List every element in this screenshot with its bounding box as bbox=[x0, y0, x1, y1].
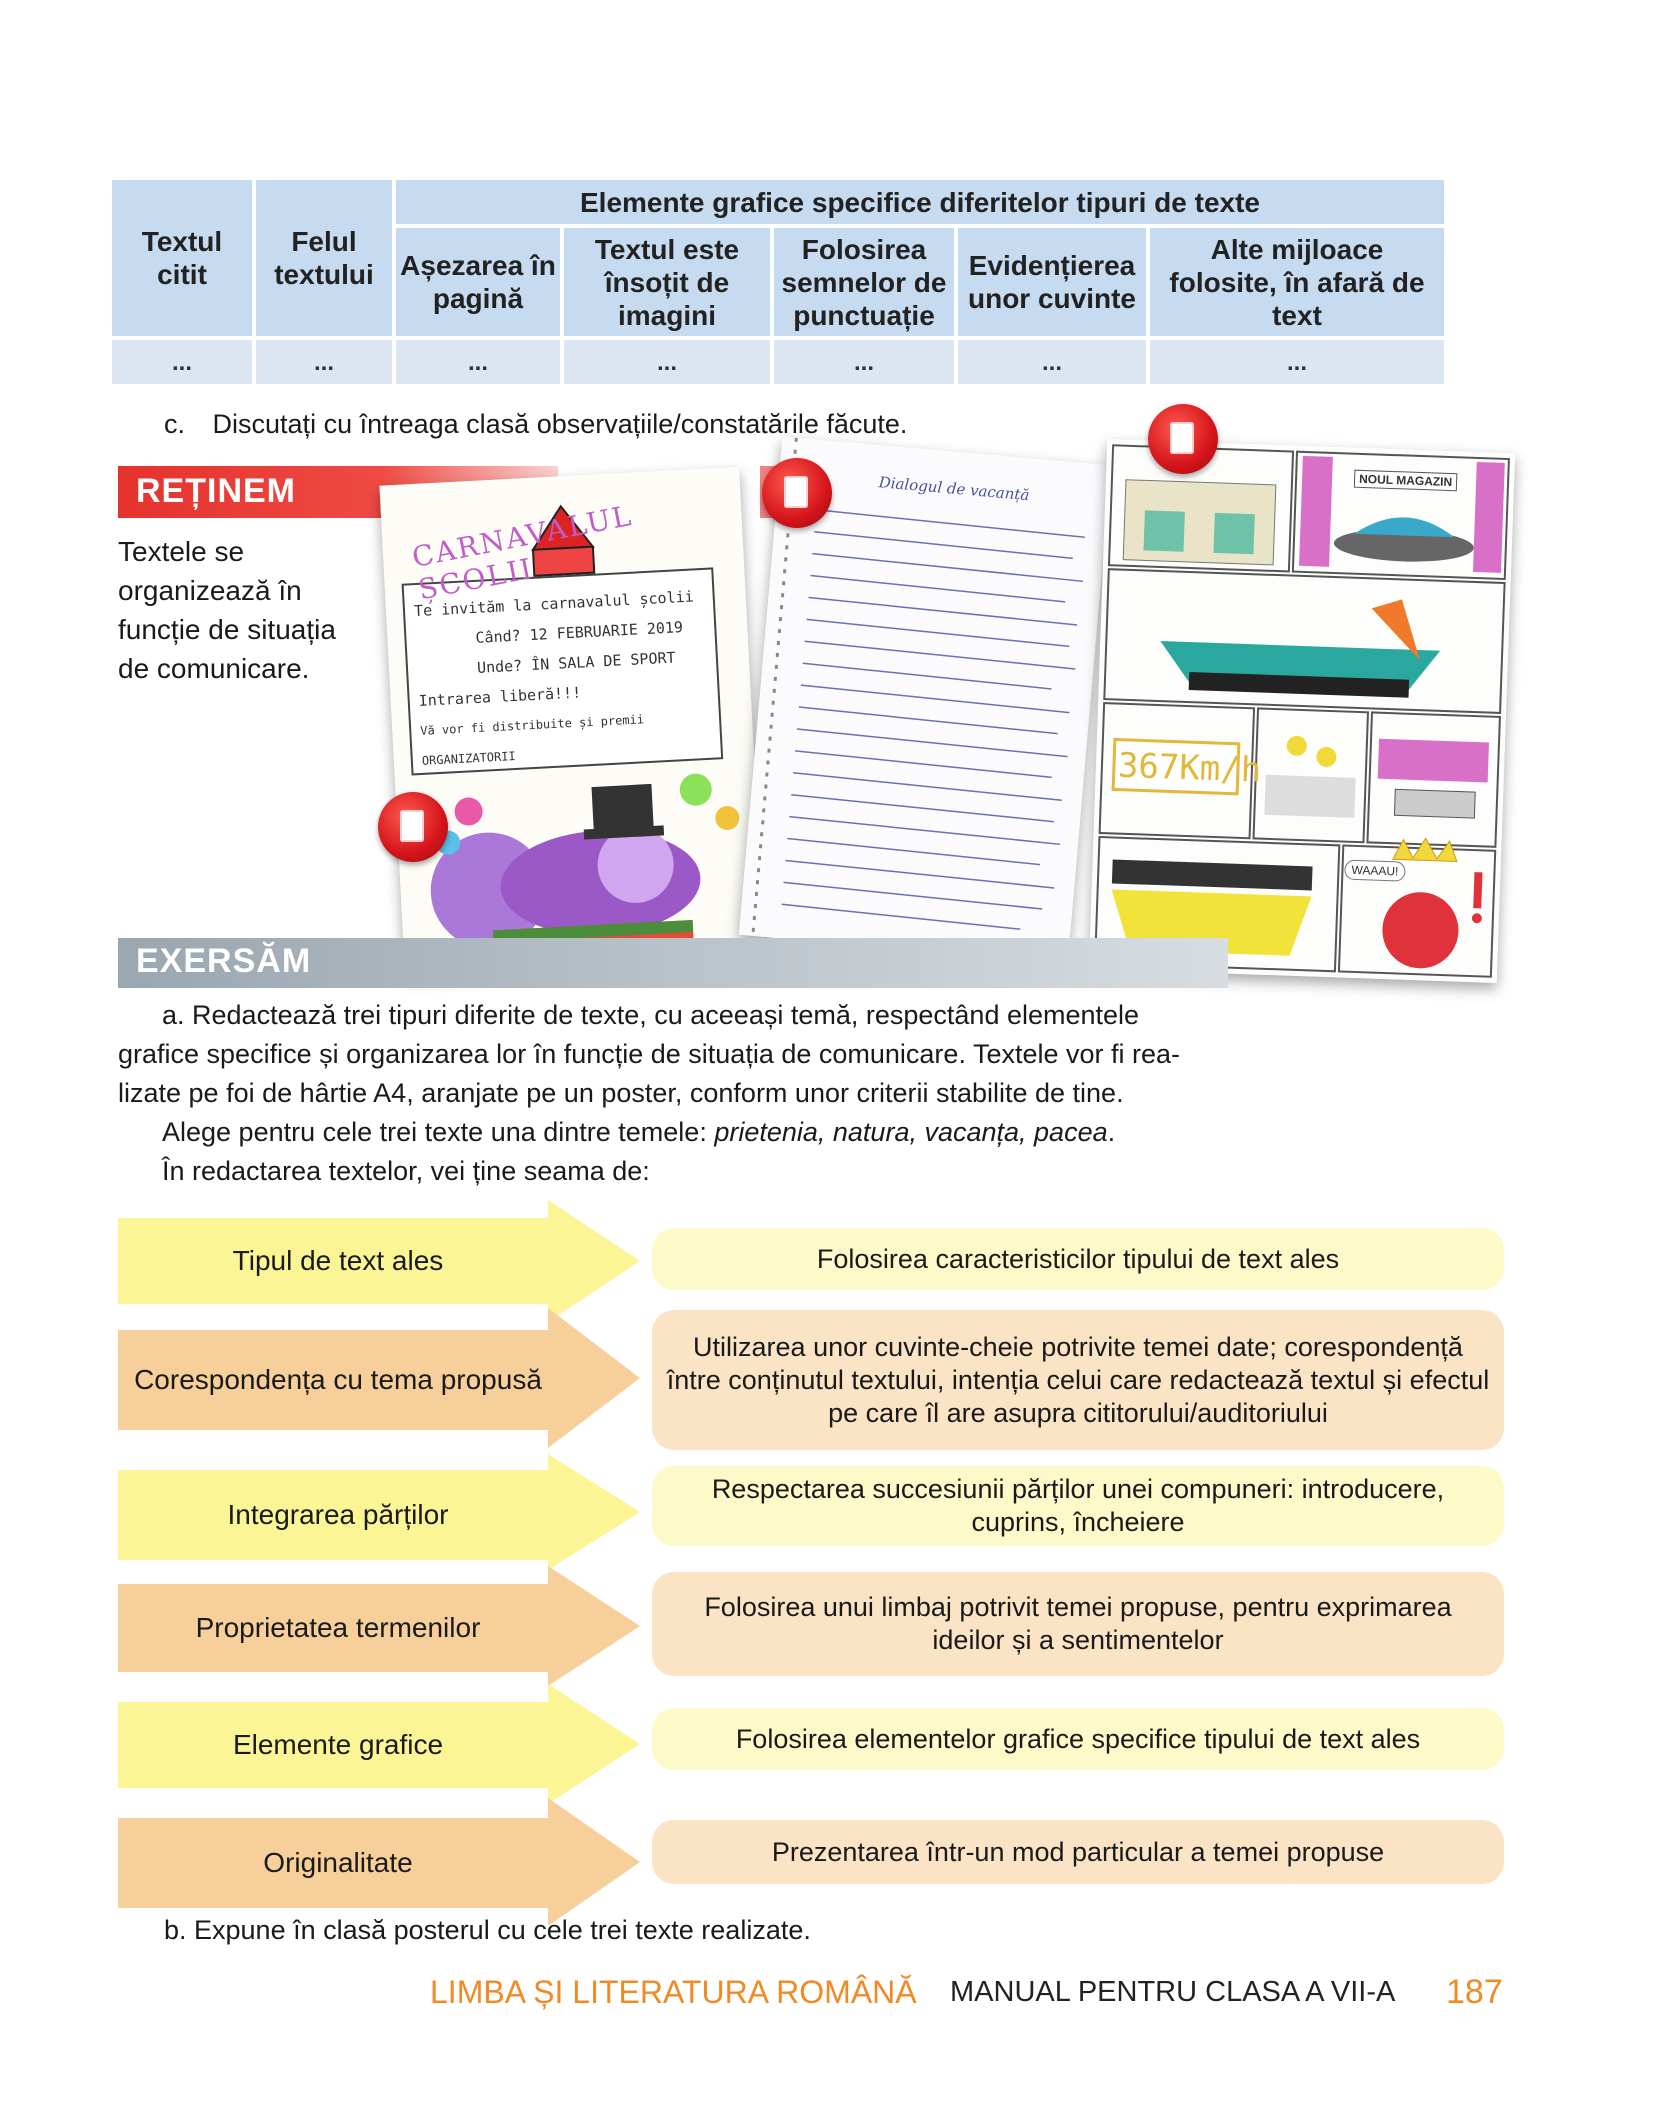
header-label: Alte mijloace folosite, în afară de text bbox=[1169, 233, 1425, 331]
criterion-arrow: Corespondența cu tema propusă bbox=[118, 1304, 640, 1448]
comic-sign: NOUL MAGAZIN bbox=[1353, 469, 1458, 492]
retinem-title: REȚINEM bbox=[136, 472, 296, 510]
header-evidentierea: Evidențierea unor cuvinte bbox=[958, 228, 1146, 336]
retinem-line: organizează în bbox=[118, 575, 302, 606]
footer-manual: MANUAL PENTRU CLASA A VII-A bbox=[950, 1976, 1396, 2008]
criterion-label: Elemente grafice bbox=[232, 1729, 444, 1760]
exercise-a: a. Redactează trei tipuri diferite de te… bbox=[118, 996, 1180, 1191]
header-label: Elemente grafice specifice diferitelor t… bbox=[580, 186, 1260, 218]
themes-line: Alege pentru cele trei texte una dintre … bbox=[118, 1113, 1180, 1152]
table-cell: ... bbox=[774, 340, 954, 384]
criterion-label: Tipul de text ales bbox=[232, 1245, 444, 1276]
arrow-body bbox=[118, 1470, 558, 1560]
themes-list: prietenia, natura, vacanța, pacea bbox=[714, 1117, 1108, 1147]
arrow-head bbox=[548, 1798, 640, 1926]
cell-text: ... bbox=[656, 348, 677, 376]
header-label: Evidențierea unor cuvinte bbox=[967, 250, 1136, 314]
arrow-body bbox=[118, 1584, 558, 1672]
graphic-elements-table: Textul citit Felul textului Elemente gra… bbox=[112, 180, 1444, 384]
cell-text: ... bbox=[467, 348, 488, 376]
table-cell: ... bbox=[112, 340, 252, 384]
cell-text: ... bbox=[171, 348, 192, 376]
comic-drawing bbox=[1088, 439, 1516, 983]
criterion-arrow: Proprietatea termenilor bbox=[118, 1566, 640, 1686]
criterion-arrow: Tipul de text ales bbox=[118, 1200, 640, 1322]
arrow-head bbox=[548, 1308, 640, 1448]
header-textul-citit: Textul citit bbox=[112, 180, 252, 336]
exercise-a-line: a. Redactează trei tipuri diferite de te… bbox=[162, 1000, 1140, 1030]
arrow-body bbox=[118, 1818, 558, 1908]
table-cell: ... bbox=[1150, 340, 1444, 384]
header-semne-punctuatie: Folosirea semnelor de punctuație bbox=[774, 228, 954, 336]
step-c: c. Discutați cu întreaga clasă observați… bbox=[164, 404, 907, 444]
step-c-text: Discutați cu întreaga clasă observațiile… bbox=[212, 409, 908, 439]
notebook-dialogue-image: Dialogul de vacanță bbox=[738, 436, 1112, 964]
arrow-body bbox=[118, 1702, 558, 1788]
exercise-a-line: grafice specifice și organizarea lor în … bbox=[118, 1039, 1181, 1069]
criterion-arrow: Elemente grafice bbox=[118, 1684, 640, 1804]
arrow-head bbox=[548, 1566, 640, 1686]
arrow-head bbox=[548, 1200, 640, 1322]
criterion-description: Prezentarea într-un mod particular a tem… bbox=[652, 1820, 1504, 1884]
retinem-line: Textele se bbox=[118, 536, 245, 567]
arrow-head bbox=[548, 1684, 640, 1804]
exersam-title: EXERSĂM bbox=[136, 942, 312, 980]
criterion-label: Corespondența cu tema propusă bbox=[134, 1364, 542, 1395]
image-badge-icon bbox=[378, 792, 448, 862]
criterion-description: Folosirea unui limbaj potrivit temei pro… bbox=[652, 1572, 1504, 1676]
retinem-line: funcție de situația bbox=[118, 614, 336, 645]
table-cell: ... bbox=[564, 340, 770, 384]
table-cell: ... bbox=[958, 340, 1146, 384]
arrow-body bbox=[118, 1330, 558, 1430]
footer-page-number: 187 bbox=[1446, 1973, 1503, 2011]
header-alte-mijloace: Alte mijloace folosite, în afară de text bbox=[1150, 228, 1444, 336]
criterion-label: Integrarea părților bbox=[227, 1499, 449, 1530]
criterion-arrow: Integrarea părților bbox=[118, 1454, 640, 1570]
exercise-a-line: lizate pe foi de hârtie A4, aranjate pe … bbox=[118, 1078, 1124, 1108]
comic-bubble: WAAAU! bbox=[1344, 859, 1406, 882]
criterion-description: Respectarea succesiunii părților unei co… bbox=[652, 1466, 1504, 1546]
cell-text: ... bbox=[1286, 348, 1307, 376]
carnival-drawing bbox=[379, 466, 765, 976]
cell-text: ... bbox=[1041, 348, 1062, 376]
themes-end: . bbox=[1107, 1117, 1116, 1147]
header-label: Felul textului bbox=[274, 226, 374, 290]
image-badge-icon bbox=[1148, 404, 1218, 474]
cell-text: ... bbox=[853, 348, 874, 376]
comic-speed: 367Km/h bbox=[1117, 745, 1262, 791]
header-felul-textului: Felul textului bbox=[256, 180, 392, 336]
step-b: b. Expune în clasă posterul cu cele trei… bbox=[164, 1915, 811, 1945]
arrow-body bbox=[118, 1218, 558, 1304]
step-c-letter: c. bbox=[164, 409, 186, 439]
criterion-label: Proprietatea termenilor bbox=[195, 1612, 481, 1643]
retinem-body: Textele se organizează în funcție de sit… bbox=[118, 532, 336, 688]
image-badge-icon bbox=[762, 458, 832, 528]
table-cell: ... bbox=[256, 340, 392, 384]
header-label: Textul este însoțit de imagini bbox=[594, 233, 740, 331]
header-label: Textul citit bbox=[141, 226, 223, 290]
themes-intro: Alege pentru cele trei texte una dintre … bbox=[162, 1117, 715, 1147]
criterion-description: Folosirea elementelor grafice specifice … bbox=[652, 1708, 1504, 1770]
comic-strip-image: NOUL MAGAZIN 367Km/h WAAAU! bbox=[1088, 439, 1516, 983]
cell-text: ... bbox=[313, 348, 334, 376]
header-insotit-imagini: Textul este însoțit de imagini bbox=[564, 228, 770, 336]
criterion-description: Folosirea caracteristicilor tipului de t… bbox=[652, 1228, 1504, 1290]
footer-subject: LIMBA ȘI LITERATURA ROMÂNĂ bbox=[430, 1974, 917, 2010]
criterion-label: Originalitate bbox=[263, 1847, 413, 1878]
table-cell: ... bbox=[396, 340, 560, 384]
notebook-lines bbox=[738, 436, 1112, 964]
criterion-arrow: Originalitate bbox=[118, 1798, 640, 1926]
header-group: Elemente grafice specifice diferitelor t… bbox=[396, 180, 1444, 224]
carnival-text: Te invităm la carnavalul școlii Când? 12… bbox=[413, 581, 712, 776]
header-label: Folosirea semnelor de punctuație bbox=[781, 233, 947, 331]
retinem-line: de comunicare. bbox=[118, 653, 310, 684]
consider-line: În redactarea textelor, vei ține seama d… bbox=[162, 1156, 650, 1186]
criterion-description: Utilizarea unor cuvinte-cheie potrivite … bbox=[652, 1310, 1504, 1450]
carnival-poster-image: CARNAVALUL ȘCOLII Te invităm la carnaval… bbox=[379, 466, 765, 976]
arrow-head bbox=[548, 1454, 640, 1570]
exersam-banner bbox=[118, 938, 1228, 988]
header-label: Așezarea în pagină bbox=[400, 250, 556, 314]
header-asezarea: Așezarea în pagină bbox=[396, 228, 560, 336]
